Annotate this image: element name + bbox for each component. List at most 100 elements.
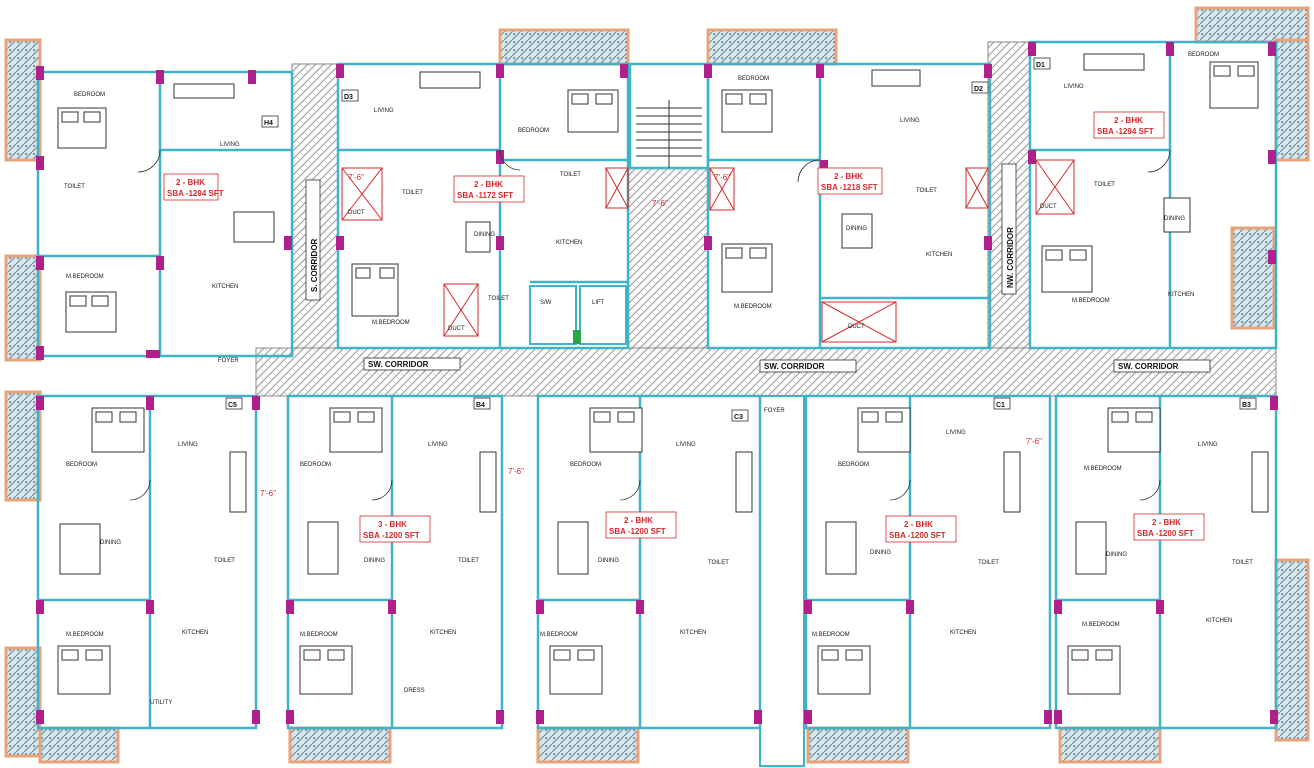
room-label-dining: DINING — [474, 232, 495, 238]
balcony — [1274, 558, 1310, 742]
stair-core — [529, 62, 710, 345]
room-label-living: LIVING — [220, 142, 240, 148]
room-label-toilet: TOILET — [708, 560, 729, 566]
corridor-label-s: S. CORRIDOR — [310, 238, 319, 292]
balcony — [536, 726, 640, 764]
dining-tables — [59, 197, 1191, 575]
room-label-kitchen: KITCHEN — [556, 240, 582, 246]
balcony — [1058, 726, 1162, 764]
balcony — [1274, 38, 1310, 162]
room-label-mbedroom: M.BEDROOM — [300, 632, 338, 638]
dimension-label: 7'-6" — [508, 467, 524, 476]
balcony — [706, 28, 838, 66]
room-label-lift: LIFT — [592, 300, 605, 306]
unit-tag: D3 — [344, 94, 353, 101]
room-label-living: LIVING — [428, 442, 448, 448]
bhk-area: SBA -1172 SFT — [457, 191, 513, 200]
bhk-area: SBA -1218 SFT — [821, 183, 878, 192]
room-label-bedroom: BEDROOM — [738, 76, 769, 82]
room-label-kitchen: KITCHEN — [212, 284, 238, 290]
room-label-bedroom: BEDROOM — [66, 462, 97, 468]
bhk-labels: 2 - BHK SBA -1294 SFT 2 - BHK SBA -1172 … — [163, 111, 1205, 543]
room-label-bedroom: BEDROOM — [838, 462, 869, 468]
balcony — [288, 726, 392, 764]
room-label-living: LIVING — [900, 118, 920, 124]
room-label-duct: DUCT — [448, 326, 465, 332]
corridor-labels: S. CORRIDOR NW. CORRIDOR SW. CORRIDOR SW… — [305, 163, 1211, 373]
dimension-label: 7'-6" — [1026, 437, 1042, 446]
room-label-dining: DINING — [364, 558, 385, 564]
room-label-mbedroom: M.BEDROOM — [734, 304, 772, 310]
room-label-toilet: TOILET — [214, 558, 235, 564]
room-label-kitchen: KITCHEN — [1206, 618, 1232, 624]
sofas — [173, 53, 1269, 513]
bhk-type: 2 - BHK — [904, 520, 933, 529]
room-label-toilet: TOILET — [560, 172, 581, 178]
bhk-area: SBA -1200 SFT — [609, 527, 666, 536]
structural-columns — [36, 42, 1278, 724]
dimension-labels: 7'-6" 7'-6" 7'-6" 7'-6" 7'-6" 7'-6" — [260, 173, 1042, 498]
room-label-mbedroom: M.BEDROOM — [372, 320, 410, 326]
bhk-area: SBA -1294 SFT — [167, 189, 224, 198]
room-label-duct: DUCT — [848, 324, 865, 330]
room-label-mbedroom: M.BEDROOM — [66, 632, 104, 638]
unit-tag: B4 — [476, 402, 485, 409]
room-label-toilet: TOILET — [916, 188, 937, 194]
room-label-kitchen: KITCHEN — [430, 630, 456, 636]
room-label-toilet: TOILET — [64, 184, 85, 190]
room-label-dining: DINING — [1164, 216, 1185, 222]
room-label-mbedroom: M.BEDROOM — [1084, 466, 1122, 472]
room-label-living: LIVING — [946, 430, 966, 436]
unit-tag: C3 — [734, 414, 743, 421]
balcony — [1230, 226, 1276, 330]
room-label-bedroom: BEDROOM — [74, 92, 105, 98]
bhk-type: 2 - BHK — [474, 180, 503, 189]
balcony — [806, 726, 910, 764]
unit-tags: H4 D3 D2 D1 C5 B4 C3 C1 B3 — [225, 57, 1257, 422]
unit-tag: B3 — [1242, 402, 1251, 409]
room-label-sw: S/W — [540, 300, 552, 306]
room-label-dining: DINING — [846, 226, 867, 232]
room-label-dining: DINING — [1106, 552, 1127, 558]
corridor-label-sw: SW. CORRIDOR — [764, 362, 825, 371]
room-label-living: LIVING — [1198, 442, 1218, 448]
bhk-type: 2 - BHK — [176, 178, 205, 187]
dimension-label: 7'-6" — [714, 173, 730, 182]
bhk-area: SBA -1294 SFT — [1097, 127, 1154, 136]
bhk-area: SBA -1200 SFT — [363, 531, 420, 540]
room-label-toilet: TOILET — [458, 558, 479, 564]
room-label-bedroom: BEDROOM — [1188, 52, 1219, 58]
room-label-dress: DRESS — [404, 688, 425, 694]
unit-tag: D1 — [1036, 62, 1045, 69]
room-label-kitchen: KITCHEN — [182, 630, 208, 636]
dimension-label: 7'-6" — [260, 489, 276, 498]
room-label-foyer: FOYER — [764, 408, 785, 414]
room-label-toilet: TOILET — [488, 296, 509, 302]
balcony — [4, 38, 42, 162]
balcony — [1194, 6, 1310, 44]
room-label-bedroom: BEDROOM — [518, 128, 549, 134]
room-label-living: LIVING — [374, 108, 394, 114]
bhk-area: SBA -1200 SFT — [1137, 529, 1194, 538]
beds — [57, 61, 1259, 695]
room-label-duct: DUCT — [1040, 204, 1057, 210]
balcony — [4, 390, 42, 502]
room-label-toilet: TOILET — [1232, 560, 1253, 566]
bhk-type: 2 - BHK — [834, 172, 863, 181]
bhk-type: 2 - BHK — [1152, 518, 1181, 527]
duct-boxes — [341, 159, 1075, 343]
unit-tag: H4 — [264, 120, 273, 127]
room-label-dining: DINING — [870, 550, 891, 556]
room-label-toilet: TOILET — [978, 560, 999, 566]
corridor-label-nw: NW. CORRIDOR — [1006, 227, 1015, 288]
room-label-mbedroom: M.BEDROOM — [540, 632, 578, 638]
bhk-type: 2 - BHK — [1114, 116, 1143, 125]
bhk-area: SBA -1200 SFT — [889, 531, 946, 540]
corridor-core — [627, 167, 709, 349]
room-label-dining: DINING — [598, 558, 619, 564]
room-label-kitchen: KITCHEN — [680, 630, 706, 636]
room-label-living: LIVING — [178, 442, 198, 448]
balcony — [4, 646, 42, 758]
balcony — [498, 28, 630, 66]
